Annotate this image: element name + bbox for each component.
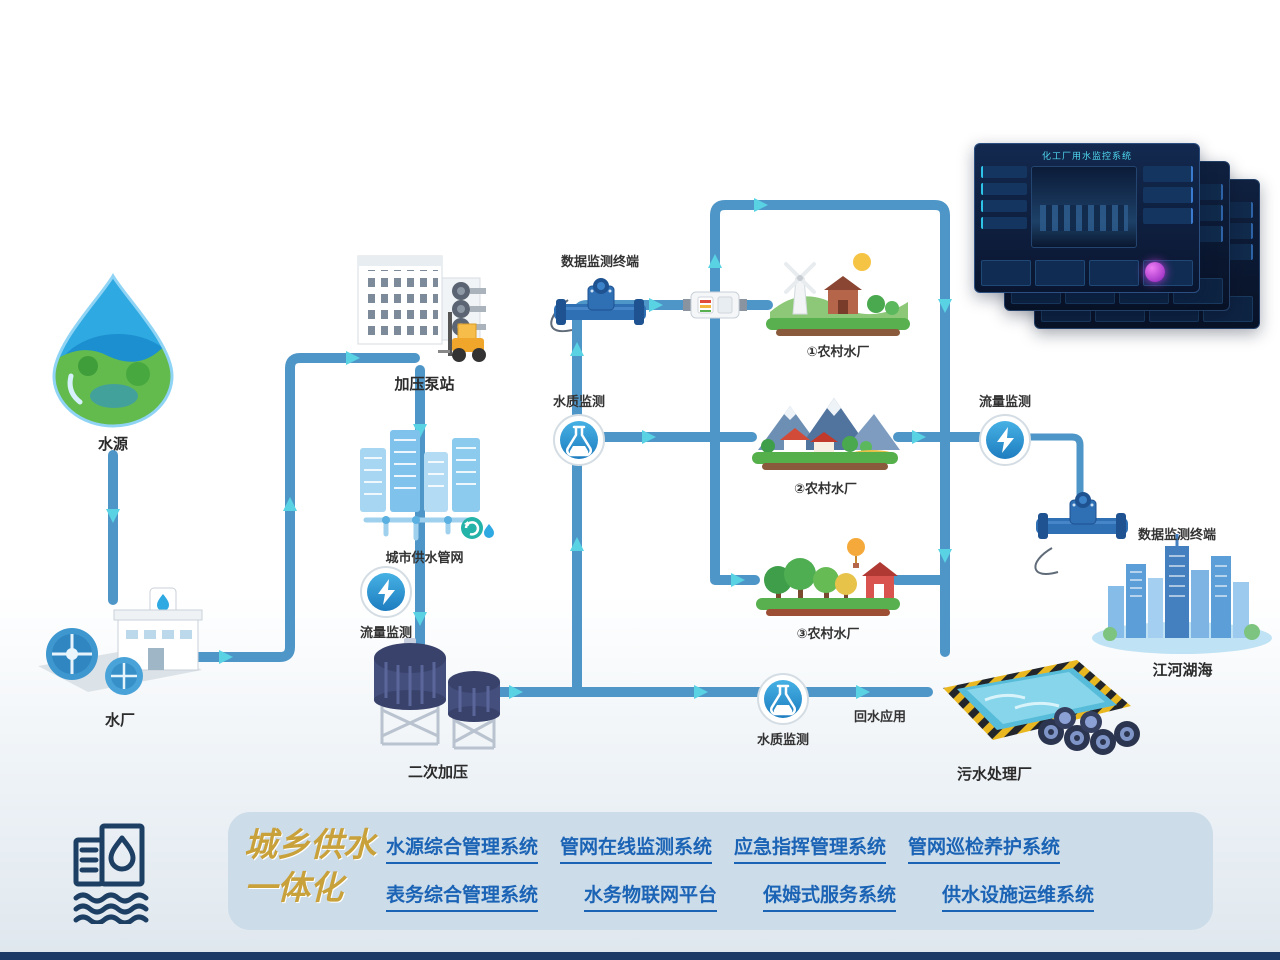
bottom-banner: 城乡供水 一体化 水源综合管理系统 管网在线监测系统 应急指挥管理系统 管网巡检… xyxy=(228,812,1213,930)
dashboard-orb-decoration xyxy=(1145,262,1165,282)
system-link-iot-platform[interactable]: 水务物联网平台 xyxy=(584,880,718,912)
lightning-icon xyxy=(360,566,412,618)
node-quality-monitor-bottom: 水质监测 xyxy=(750,672,816,748)
data-terminal-left-label: 数据监测终端 xyxy=(560,255,639,270)
node-water-plant: 水厂 xyxy=(30,578,210,730)
water-plant-illustration xyxy=(38,587,203,695)
node-flow-monitor-right: 流量监测 xyxy=(972,388,1038,467)
rural-plant-2-illustration xyxy=(752,398,900,470)
screen-panel xyxy=(981,260,1193,286)
system-link-network-inspection[interactable]: 管网巡检养护系统 xyxy=(908,832,1061,864)
node-data-terminal-right xyxy=(1032,488,1132,550)
system-link-emergency-command[interactable]: 应急指挥管理系统 xyxy=(734,832,887,864)
secondary-pressure-label: 二次加压 xyxy=(407,763,468,781)
node-water-source: 水源 xyxy=(38,272,188,454)
screen-panel xyxy=(981,166,1027,234)
system-link-meter-mgmt[interactable]: 表务综合管理系统 xyxy=(386,880,539,912)
dashboard-screen-front: 化工厂用水监控系统 xyxy=(974,143,1200,293)
system-link-water-source-mgmt[interactable]: 水源综合管理系统 xyxy=(386,832,539,864)
quality-monitor-bottom-label: 水质监测 xyxy=(756,733,809,748)
rural-plant-1-label: ①农村水厂 xyxy=(806,345,870,360)
banner-title-line1: 城乡供水 xyxy=(244,825,376,864)
pipe-flow2-to-meter xyxy=(1021,433,1084,509)
node-flow-monitor-left: 流量监测 xyxy=(352,565,420,641)
pump-station-label: 加压泵站 xyxy=(394,375,455,393)
node-pump-station: 加压泵站 xyxy=(352,242,497,394)
water-drop-icon xyxy=(52,273,174,428)
city-skyline-illustration xyxy=(1092,534,1272,654)
waterworks-icon xyxy=(73,823,149,926)
pressure-tanks-illustration xyxy=(374,638,500,750)
flask-icon xyxy=(757,673,809,725)
system-list: 水源综合管理系统 管网在线监测系统 应急指挥管理系统 管网巡检养护系统 表务综合… xyxy=(386,832,1199,928)
rivers-lakes-label: 江河湖海 xyxy=(1152,661,1213,679)
rural-plant-2-label: ②农村水厂 xyxy=(793,482,857,497)
water-meter-illustration xyxy=(1036,492,1128,539)
node-pipe-junction-sensor xyxy=(683,284,747,326)
city-network-illustration xyxy=(360,430,494,541)
flask-icon xyxy=(553,414,605,466)
flow-monitor-left-label: 流量监测 xyxy=(359,626,412,641)
node-city-network: 城市供水管网 xyxy=(352,412,497,566)
rural-plant-1-illustration xyxy=(766,253,910,336)
pipe-loop xyxy=(710,200,950,657)
node-quality-monitor-top: 水质监测 xyxy=(546,388,612,467)
pipe-riser-to-rural1 xyxy=(572,300,773,697)
sewage-plant-illustration xyxy=(943,660,1140,755)
system-link-network-monitoring[interactable]: 管网在线监测系统 xyxy=(560,832,713,864)
system-link-nanny-service[interactable]: 保姆式服务系统 xyxy=(763,880,897,912)
sewage-plant-label: 污水处理厂 xyxy=(957,765,1033,783)
node-secondary-pressure: 二次加压 xyxy=(368,632,508,782)
pipe-sensor-illustration xyxy=(683,291,747,319)
node-rural-plant-3: ③农村水厂 xyxy=(752,536,904,642)
data-terminal-right-label: 数据监测终端 xyxy=(1137,528,1216,543)
meter-cable-right xyxy=(1034,547,1059,575)
system-link-facility-ops[interactable]: 供水设施运维系统 xyxy=(942,880,1095,912)
lightning-icon xyxy=(979,414,1031,466)
city-network-label: 城市供水管网 xyxy=(385,551,464,566)
screen-panel xyxy=(1143,166,1193,229)
water-plant-label: 水厂 xyxy=(104,711,135,729)
banner-title: 城乡供水 一体化 xyxy=(244,824,394,910)
rural-plant-3-label: ③农村水厂 xyxy=(796,627,860,642)
node-rural-plant-2: ②农村水厂 xyxy=(748,390,903,497)
node-sewage-plant: 污水处理厂 xyxy=(915,648,1145,784)
rural-plant-3-illustration xyxy=(756,538,900,616)
system-row-1: 水源综合管理系统 管网在线监测系统 应急指挥管理系统 管网巡检养护系统 xyxy=(386,832,1199,864)
screen-panel xyxy=(1031,166,1137,248)
banner-title-line2: 一体化 xyxy=(244,867,343,907)
water-reuse-label: 回水应用 xyxy=(853,710,906,725)
system-row-2: 表务综合管理系统 水务物联网平台 保姆式服务系统 供水设施运维系统 xyxy=(386,880,1199,912)
dashboard-title: 化工厂用水监控系统 xyxy=(1041,152,1132,162)
footer-waterworks-icon xyxy=(68,818,160,928)
bottom-bar-decoration xyxy=(0,952,1280,960)
node-rural-plant-1: ①农村水厂 xyxy=(762,250,914,360)
flow-monitor-right-label: 流量监测 xyxy=(978,395,1031,410)
flow-arrows xyxy=(106,198,952,699)
node-rivers-lakes: 江河湖海 xyxy=(1090,528,1275,680)
water-source-label: 水源 xyxy=(97,435,128,453)
pump-station-illustration xyxy=(357,255,486,362)
quality-monitor-top-label: 水质监测 xyxy=(552,395,605,410)
node-data-terminal-left: 数据监测终端 xyxy=(545,248,655,336)
water-meter-illustration xyxy=(554,278,646,325)
